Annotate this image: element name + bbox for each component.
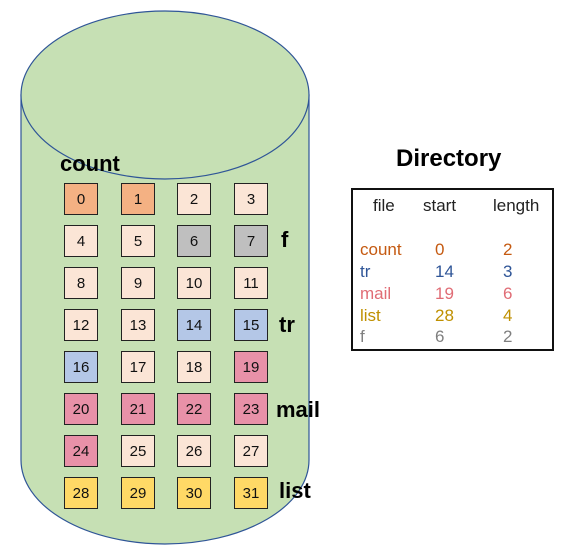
header-file: file (373, 196, 395, 215)
disk-block-28: 28 (64, 477, 98, 509)
disk-block-9: 9 (121, 267, 155, 299)
disk-block-2: 2 (177, 183, 211, 215)
disk-block-26: 26 (177, 435, 211, 467)
disk-block-1: 1 (121, 183, 155, 215)
file-label-mail: mail (276, 397, 321, 422)
disk-block-0: 0 (64, 183, 98, 215)
disk-block-30: 30 (177, 477, 211, 509)
directory-file-cell: mail (360, 284, 392, 303)
disk-block-14: 14 (177, 309, 211, 341)
directory-file-cell: count (360, 240, 402, 259)
directory-file-cell: f (360, 327, 365, 346)
file-label-list: list (279, 478, 311, 503)
directory-file-cell: tr (360, 262, 371, 281)
disk-block-7: 7 (234, 225, 268, 257)
header-start: start (423, 196, 457, 215)
disk-block-13: 13 (121, 309, 155, 341)
disk-block-20: 20 (64, 393, 98, 425)
directory-start-cell: 6 (435, 327, 445, 346)
directory-title: Directory (396, 145, 502, 172)
disk-block-4: 4 (64, 225, 98, 257)
disk-block-10: 10 (177, 267, 211, 299)
disk-block-12: 12 (64, 309, 98, 341)
disk-block-8: 8 (64, 267, 98, 299)
disk-block-11: 11 (234, 267, 268, 299)
directory-length-cell: 2 (503, 240, 513, 259)
directory-start-cell: 14 (435, 262, 454, 281)
directory-start-cell: 19 (435, 284, 454, 303)
disk-block-21: 21 (121, 393, 155, 425)
directory-length-cell: 2 (503, 327, 513, 346)
disk-block-6: 6 (177, 225, 211, 257)
disk-block-29: 29 (121, 477, 155, 509)
disk-block-24: 24 (64, 435, 98, 467)
file-label-count: count (60, 151, 120, 176)
disk-block-3: 3 (234, 183, 268, 215)
disk-block-18: 18 (177, 351, 211, 383)
directory-length-cell: 4 (503, 306, 513, 325)
directory-start-cell: 0 (435, 240, 445, 259)
disk-block-5: 5 (121, 225, 155, 257)
disk-block-15: 15 (234, 309, 268, 341)
disk-block-16: 16 (64, 351, 98, 383)
disk-block-25: 25 (121, 435, 155, 467)
file-label-tr: tr (279, 312, 295, 337)
directory-start-cell: 28 (435, 306, 454, 325)
disk-block-23: 23 (234, 393, 268, 425)
directory-length-cell: 3 (503, 262, 513, 281)
directory-length-cell: 6 (503, 284, 513, 303)
disk-block-27: 27 (234, 435, 268, 467)
disk-block-31: 31 (234, 477, 268, 509)
cylinder-top (20, 10, 310, 180)
disk-block-19: 19 (234, 351, 268, 383)
directory-table: file start length count 0 2 tr 14 3 mail 19 6 lis… (351, 188, 554, 351)
disk-block-17: 17 (121, 351, 155, 383)
header-length: length (493, 196, 540, 215)
disk-block-22: 22 (177, 393, 211, 425)
directory-file-cell: list (360, 306, 381, 325)
file-label-f: f (281, 227, 289, 252)
